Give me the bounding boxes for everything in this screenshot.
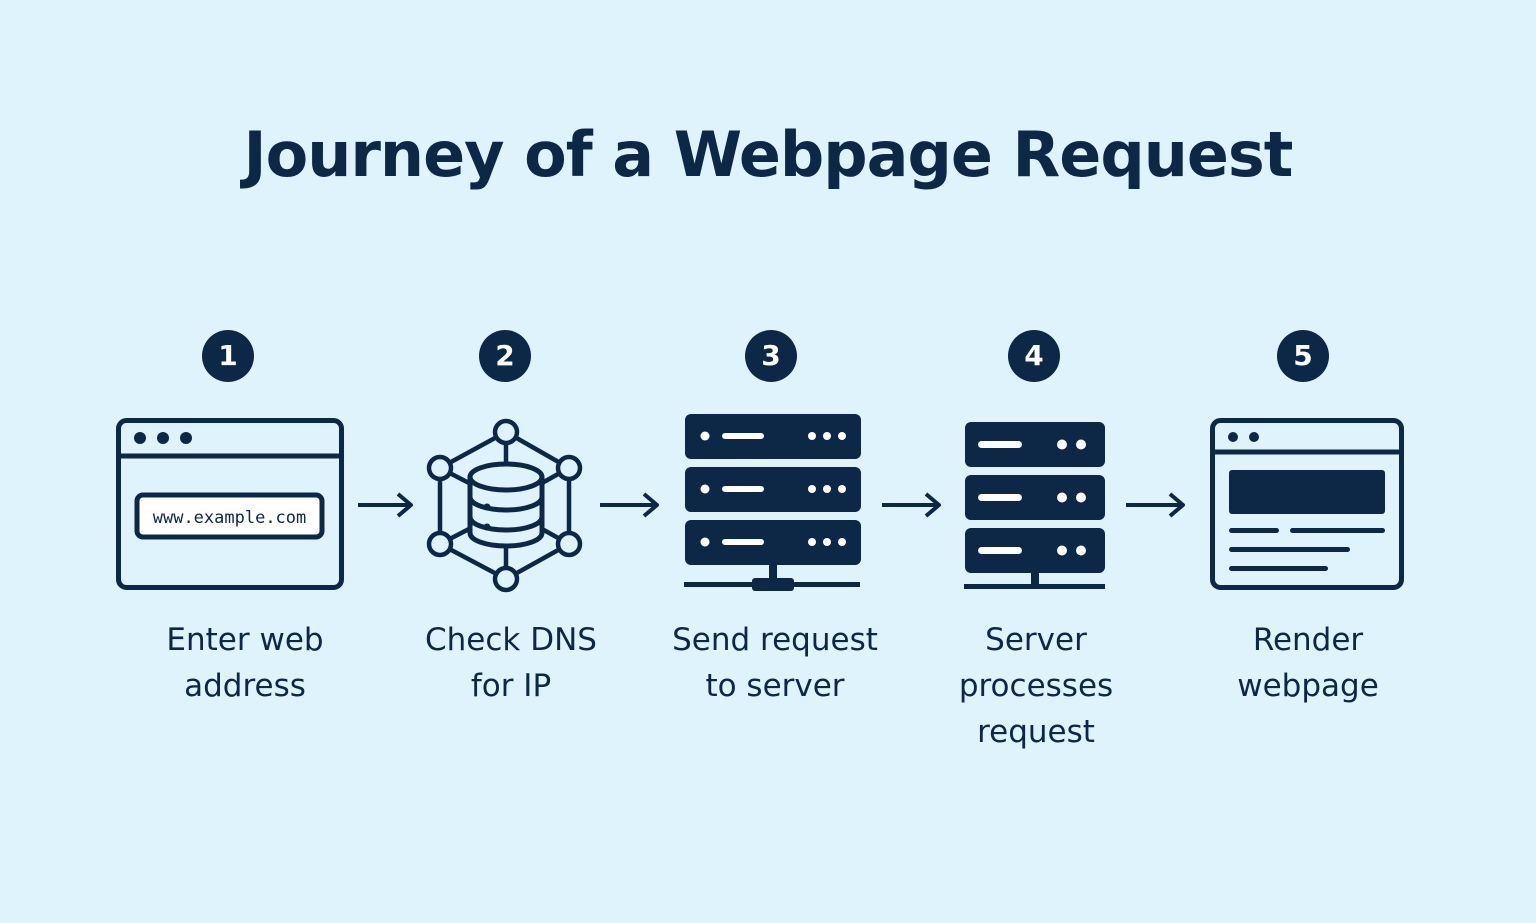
step-5-number-badge: 5 bbox=[1277, 330, 1329, 382]
arrow-right-icon bbox=[882, 492, 941, 518]
step-1-label-line: Enter web bbox=[166, 622, 324, 658]
url-bar bbox=[134, 492, 325, 540]
step-4-number-badge: 4 bbox=[1008, 330, 1060, 382]
step-5-label-line: webpage bbox=[1237, 668, 1379, 704]
step-3-label: Send request to server bbox=[645, 617, 905, 709]
arrow-right-icon bbox=[600, 492, 659, 518]
dns-database-network-icon bbox=[426, 418, 583, 593]
step-4-label-line: Server bbox=[985, 622, 1087, 658]
step-1-label: Enter web address bbox=[115, 617, 375, 709]
step-2-label: Check DNS for IP bbox=[381, 617, 641, 709]
step-4-label-line: processes bbox=[958, 668, 1114, 704]
step-2-label-line: for IP bbox=[470, 668, 552, 704]
step-3-number-badge: 3 bbox=[745, 330, 797, 382]
url-text: www.example.com bbox=[153, 508, 307, 528]
step-3-label-line: to server bbox=[705, 668, 845, 704]
step-1-number-badge: 1 bbox=[202, 330, 254, 382]
step-5-label-line: Render bbox=[1252, 622, 1364, 658]
step-4-label-line: request bbox=[977, 714, 1095, 750]
server-rack-icon bbox=[684, 414, 861, 591]
server-stack-icon bbox=[964, 422, 1105, 589]
arrow-right-icon bbox=[358, 492, 413, 518]
arrow-right-icon bbox=[1126, 492, 1185, 518]
rendered-webpage-icon bbox=[1210, 418, 1404, 590]
step-1-label-line: address bbox=[184, 668, 306, 704]
diagram-title: Journey of a Webpage Request bbox=[243, 118, 1294, 191]
browser-window-icon: www.example.com bbox=[116, 418, 344, 590]
step-4-label: Server processes request bbox=[906, 617, 1166, 755]
step-3-label-line: Send request bbox=[672, 622, 878, 658]
step-5-label: Render webpage bbox=[1178, 617, 1438, 709]
step-2-label-line: Check DNS bbox=[425, 622, 597, 658]
step-2-number-badge: 2 bbox=[479, 330, 531, 382]
